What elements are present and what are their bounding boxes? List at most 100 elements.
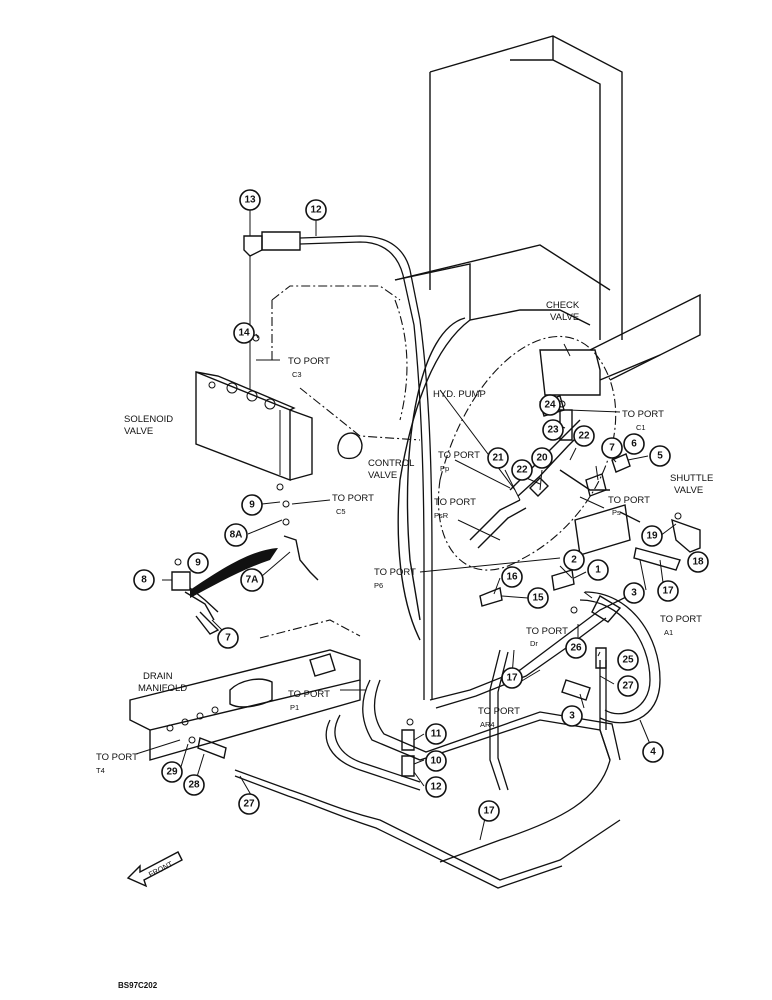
svg-text:3: 3 <box>631 588 637 599</box>
callout-23: 23 <box>542 419 564 441</box>
callout-11: 11 <box>425 723 447 745</box>
svg-text:11: 11 <box>431 729 442 740</box>
to-port-p1-sub: P1 <box>290 703 299 712</box>
svg-text:6: 6 <box>631 439 637 450</box>
svg-text:28: 28 <box>188 780 200 791</box>
text-labels: CHECK VALVE TO PORT C1 HYD. PUMP TO PORT… <box>96 300 713 990</box>
svg-text:13: 13 <box>244 195 256 206</box>
callout-16: 16 <box>501 566 523 588</box>
callout-18: 18 <box>687 551 709 573</box>
svg-text:14: 14 <box>238 328 250 339</box>
svg-text:3: 3 <box>569 711 575 722</box>
to-port-c1-label: TO PORT <box>622 409 664 420</box>
callout-3: 3 <box>561 705 583 727</box>
to-port-ps-label: TO PORT <box>608 495 650 506</box>
callout-7: 7 <box>601 437 623 459</box>
shuttle-valve-label-2: VALVE <box>674 485 703 496</box>
front-arrow: FRONT <box>126 851 183 888</box>
svg-text:9: 9 <box>249 500 255 511</box>
callout-26: 26 <box>565 637 587 659</box>
hose-12-upper <box>243 231 433 700</box>
to-port-a1-sub: A1 <box>664 628 673 637</box>
to-port-pp-sub: Pp <box>440 464 449 473</box>
svg-text:16: 16 <box>506 572 518 583</box>
svg-text:24: 24 <box>544 400 556 411</box>
svg-text:8: 8 <box>141 575 147 586</box>
callout-27: 27 <box>617 675 639 697</box>
svg-text:29: 29 <box>166 767 178 778</box>
svg-text:27: 27 <box>243 799 255 810</box>
callout-28: 28 <box>183 774 205 796</box>
to-port-pp-label: TO PORT <box>438 450 480 461</box>
callout-5: 5 <box>649 445 671 467</box>
svg-text:12: 12 <box>310 205 322 216</box>
svg-text:2: 2 <box>571 555 577 566</box>
to-port-a1-label: TO PORT <box>660 614 702 625</box>
svg-text:10: 10 <box>430 756 442 767</box>
callouts: 13 12 14 9 8A 7A 9 8 7 24 23 22 21 22 20… <box>133 189 709 822</box>
control-valve-outline <box>271 285 421 460</box>
solenoid-valve-block <box>195 370 313 491</box>
svg-text:17: 17 <box>483 806 495 817</box>
callout-19: 19 <box>641 525 663 547</box>
callout-1: 1 <box>587 559 609 581</box>
svg-text:7A: 7A <box>246 575 259 586</box>
svg-text:22: 22 <box>516 465 528 476</box>
to-port-psr-label: TO PORT <box>434 497 476 508</box>
to-port-dr-label: TO PORT <box>526 626 568 637</box>
callout-2: 2 <box>563 549 585 571</box>
callout-6: 6 <box>623 433 645 455</box>
to-port-c5-label: TO PORT <box>332 493 374 504</box>
callout-27: 27 <box>238 793 260 815</box>
to-port-ar4-sub: AR4 <box>480 720 495 729</box>
to-port-c1-sub: C1 <box>636 423 646 432</box>
svg-text:26: 26 <box>570 643 582 654</box>
center-fittings <box>197 395 701 777</box>
svg-text:21: 21 <box>492 453 504 464</box>
callout-29: 29 <box>161 761 183 783</box>
callout-17: 17 <box>478 800 500 822</box>
hyd-pump-label: HYD. PUMP <box>433 389 486 400</box>
to-port-t4-sub: T4 <box>96 766 105 775</box>
callout-8: 8 <box>133 569 155 591</box>
to-port-c3-sub: C3 <box>292 370 302 379</box>
callout-15: 15 <box>527 587 549 609</box>
solenoid-valve-label-1: SOLENOID <box>124 414 173 425</box>
check-valve-label-1: CHECK <box>546 300 580 311</box>
svg-text:25: 25 <box>622 655 634 666</box>
fitting-group-7-8 <box>171 518 319 635</box>
front-label: FRONT <box>147 859 174 879</box>
solenoid-valve-label-2: VALVE <box>124 426 153 437</box>
figure-code: BS97C202 <box>118 981 158 990</box>
callout-24: 24 <box>539 394 561 416</box>
callout-21: 21 <box>487 447 509 469</box>
callout-4: 4 <box>642 741 664 763</box>
svg-text:12: 12 <box>430 782 442 793</box>
callout-17: 17 <box>657 580 679 602</box>
to-port-c3-label: TO PORT <box>288 356 330 367</box>
callout-3: 3 <box>623 582 645 604</box>
hose-runs-lower <box>234 589 661 889</box>
svg-text:7: 7 <box>609 443 615 454</box>
svg-text:17: 17 <box>662 586 674 597</box>
callout-7A: 7A <box>240 568 264 592</box>
to-port-psr-sub: PsR <box>434 511 449 520</box>
callout-22: 22 <box>511 459 533 481</box>
callout-9: 9 <box>241 494 263 516</box>
callout-12: 12 <box>305 199 327 221</box>
to-port-ar4-label: TO PORT <box>478 706 520 717</box>
callout-14: 14 <box>233 322 255 344</box>
svg-text:20: 20 <box>536 453 548 464</box>
callout-10: 10 <box>425 750 447 772</box>
svg-text:15: 15 <box>532 593 544 604</box>
svg-text:22: 22 <box>578 431 590 442</box>
callout-8A: 8A <box>224 523 248 547</box>
callout-20: 20 <box>531 447 553 469</box>
to-port-ps-sub: Ps <box>612 508 621 517</box>
svg-text:18: 18 <box>692 557 704 568</box>
svg-text:27: 27 <box>622 681 634 692</box>
svg-text:17: 17 <box>506 673 518 684</box>
svg-text:9: 9 <box>195 558 201 569</box>
callout-22: 22 <box>573 425 595 447</box>
